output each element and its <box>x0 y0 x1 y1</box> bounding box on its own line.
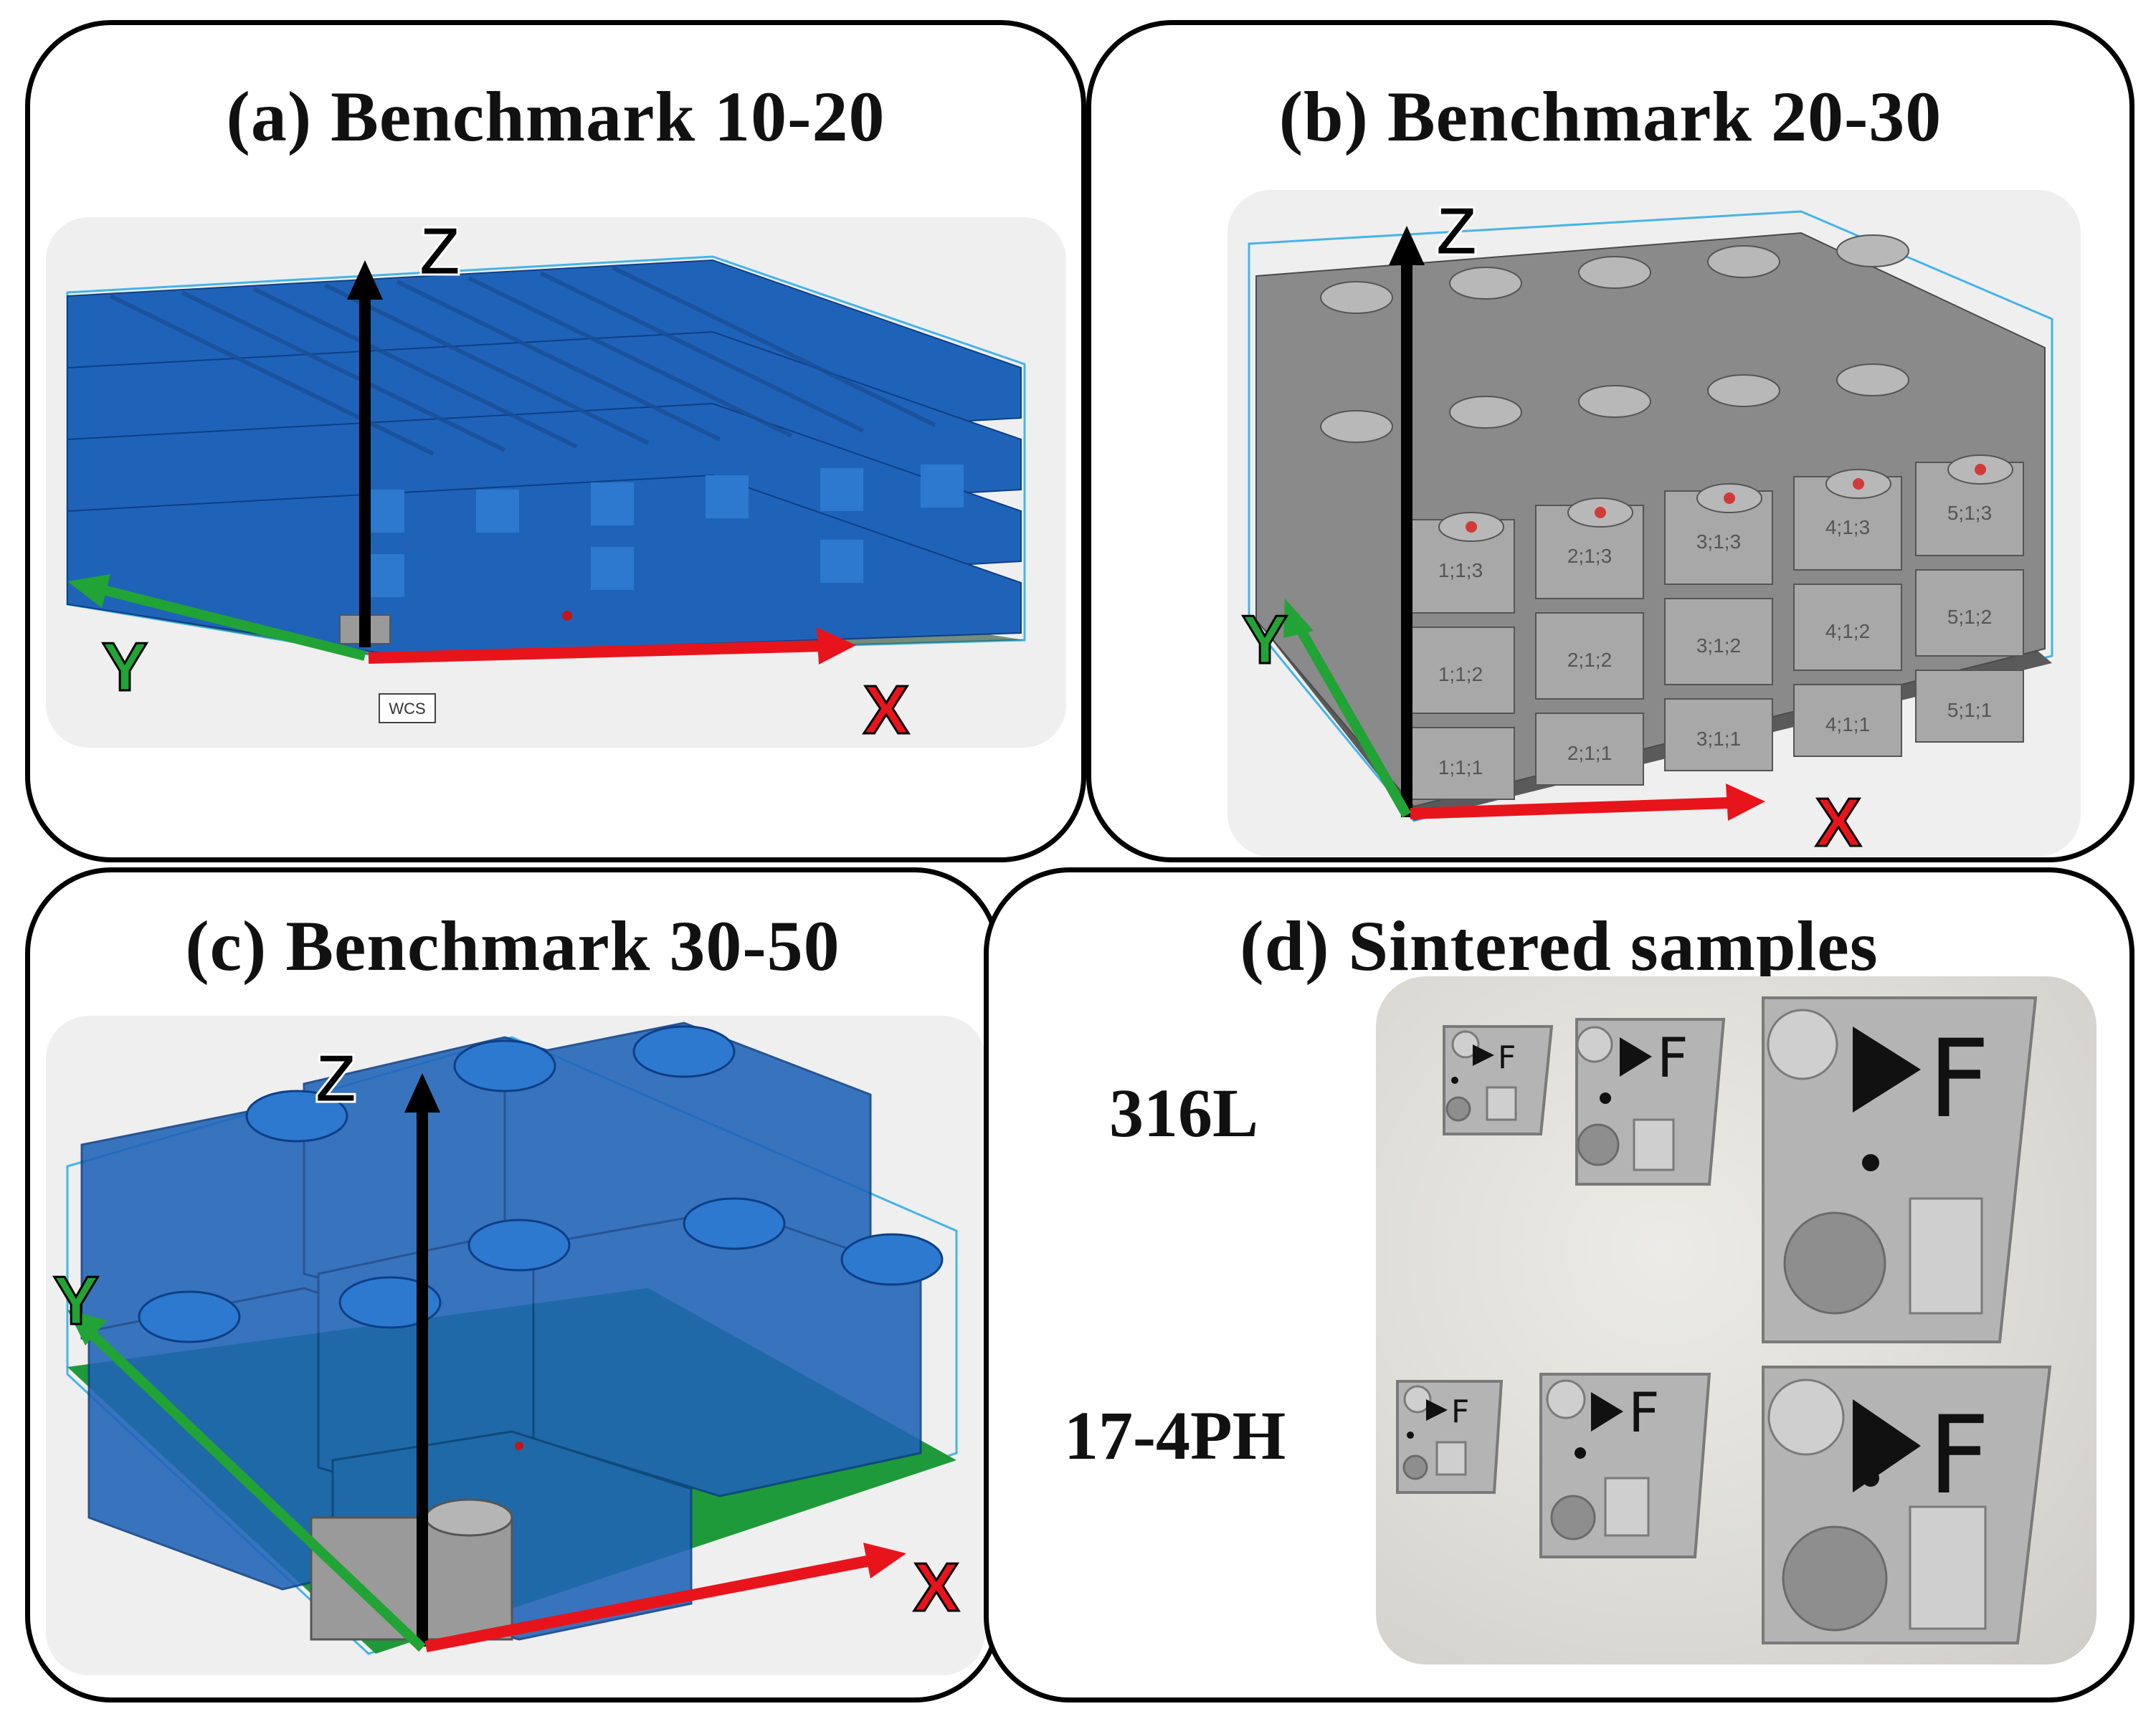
axis-z-label: Z <box>1435 193 1478 270</box>
part-label: 2;1;3 <box>1567 545 1612 567</box>
panel-d-title: (d) Sintered samples <box>1240 906 1879 986</box>
sintered-samples-drawing: F F F F F F <box>1396 996 2052 1644</box>
part-label: 4;1;1 <box>1825 713 1870 735</box>
part-label: 3;1;2 <box>1696 634 1741 657</box>
axis-z-label: Z <box>315 1040 357 1117</box>
axis-y-label: Y <box>102 629 148 705</box>
part-label: 1;1;2 <box>1438 663 1483 685</box>
sintered-samples-photo: F F F F F F <box>1376 976 2096 1665</box>
axis-y-label: Y <box>53 1262 99 1339</box>
engraving-f: F <box>1628 1381 1660 1444</box>
panel-b-title: (b) Benchmark 20-30 <box>1278 77 1942 156</box>
panel-b: (b) Benchmark 20-30 <box>1086 20 2134 862</box>
part-label: 2;1;1 <box>1567 742 1612 764</box>
axis-x-label: X <box>913 1549 959 1626</box>
part-label: 3;1;1 <box>1696 728 1741 750</box>
engraving-f: F <box>1928 1394 1990 1518</box>
panel-a-title: (a) Benchmark 10-20 <box>226 77 885 156</box>
axis-x-label: X <box>863 672 909 748</box>
panel-b-viewport: 1;1;3 2;1;3 3;1;3 4;1;3 5;1;3 1;1;2 2;1;… <box>1227 190 2081 857</box>
part-label: 3;1;3 <box>1696 530 1741 553</box>
panel-c-viewport: Z Y X <box>46 1016 985 1675</box>
part-label: 1;1;1 <box>1438 756 1483 778</box>
axis-y-label: Y <box>1242 601 1288 678</box>
wcs-label: WCS <box>389 700 425 718</box>
part-label: 5;1;1 <box>1947 699 1992 721</box>
panel-c-title: (c) Benchmark 30-50 <box>185 906 840 986</box>
engraving-f: F <box>1928 1017 1990 1142</box>
part-label: 5;1;3 <box>1947 502 1992 524</box>
part-label: 5;1;2 <box>1947 606 1992 628</box>
part-label: 2;1;2 <box>1567 649 1612 671</box>
panel-a: (a) Benchmark 10-20 <box>25 20 1086 862</box>
benchmark-10-20-render: WCS Z Y X <box>66 217 1026 748</box>
engraving-f: F <box>1451 1394 1469 1430</box>
panel-a-viewport: WCS Z Y X <box>46 217 1066 748</box>
benchmark-30-50-render: Z Y X <box>52 1021 961 1655</box>
panel-d: (d) Sintered samples 316L 17-4PH <box>984 867 2134 1702</box>
material-label-316l: 316L <box>1109 1075 1259 1151</box>
axis-z-label: Z <box>419 217 461 290</box>
axis-x-label: X <box>1815 784 1861 857</box>
part-label: 1;1;3 <box>1438 559 1483 581</box>
part-label: 4;1;3 <box>1825 516 1870 538</box>
material-label-17-4ph: 17-4PH <box>1064 1397 1286 1474</box>
engraving-f: F <box>1498 1039 1516 1076</box>
benchmark-20-30-render: 1;1;3 2;1;3 3;1;3 4;1;3 5;1;3 1;1;2 2;1;… <box>1241 192 2053 857</box>
part-label: 4;1;2 <box>1825 620 1870 642</box>
engraving-f: F <box>1657 1026 1689 1090</box>
panel-c: (c) Benchmark 30-50 <box>25 867 1000 1702</box>
